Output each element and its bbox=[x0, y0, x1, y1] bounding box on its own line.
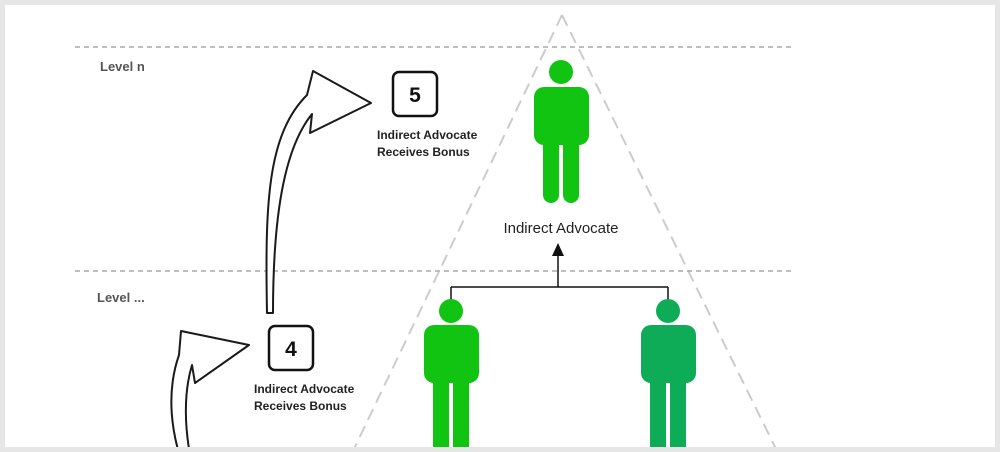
step-caption-line2: Receives Bonus bbox=[377, 145, 470, 159]
step-badge bbox=[391, 70, 439, 118]
level-label-n: Level n bbox=[100, 59, 145, 74]
step-caption-line2: Receives Bonus bbox=[254, 399, 347, 413]
person-icon bbox=[534, 60, 589, 203]
step-number: 4 bbox=[285, 338, 297, 361]
step-4: 4 Indirect Advocate Receives Bonus bbox=[254, 324, 355, 413]
curved-arrow-icon bbox=[170, 330, 250, 447]
referral-triangle bbox=[353, 14, 777, 447]
triangle-right-edge bbox=[561, 14, 777, 447]
arrow-up-icon bbox=[552, 243, 564, 256]
step-number: 5 bbox=[409, 84, 421, 107]
step-caption-line1: Indirect Advocate bbox=[377, 128, 478, 142]
curved-arrow-icon bbox=[265, 70, 372, 314]
person-icon bbox=[424, 299, 479, 447]
referral-levels-diagram: Level n Level ... 5 Indirect Advocate Re… bbox=[75, 14, 795, 447]
triangle-left-edge bbox=[353, 14, 563, 447]
level-label-middle: Level ... bbox=[97, 290, 145, 305]
person-icon bbox=[641, 299, 696, 447]
step-caption-line1: Indirect Advocate bbox=[254, 382, 355, 396]
connector-lines bbox=[450, 255, 669, 301]
step-5: 5 Indirect Advocate Receives Bonus bbox=[377, 70, 478, 159]
step-badge bbox=[267, 324, 315, 372]
node-label-indirect-advocate: Indirect Advocate bbox=[503, 220, 618, 237]
